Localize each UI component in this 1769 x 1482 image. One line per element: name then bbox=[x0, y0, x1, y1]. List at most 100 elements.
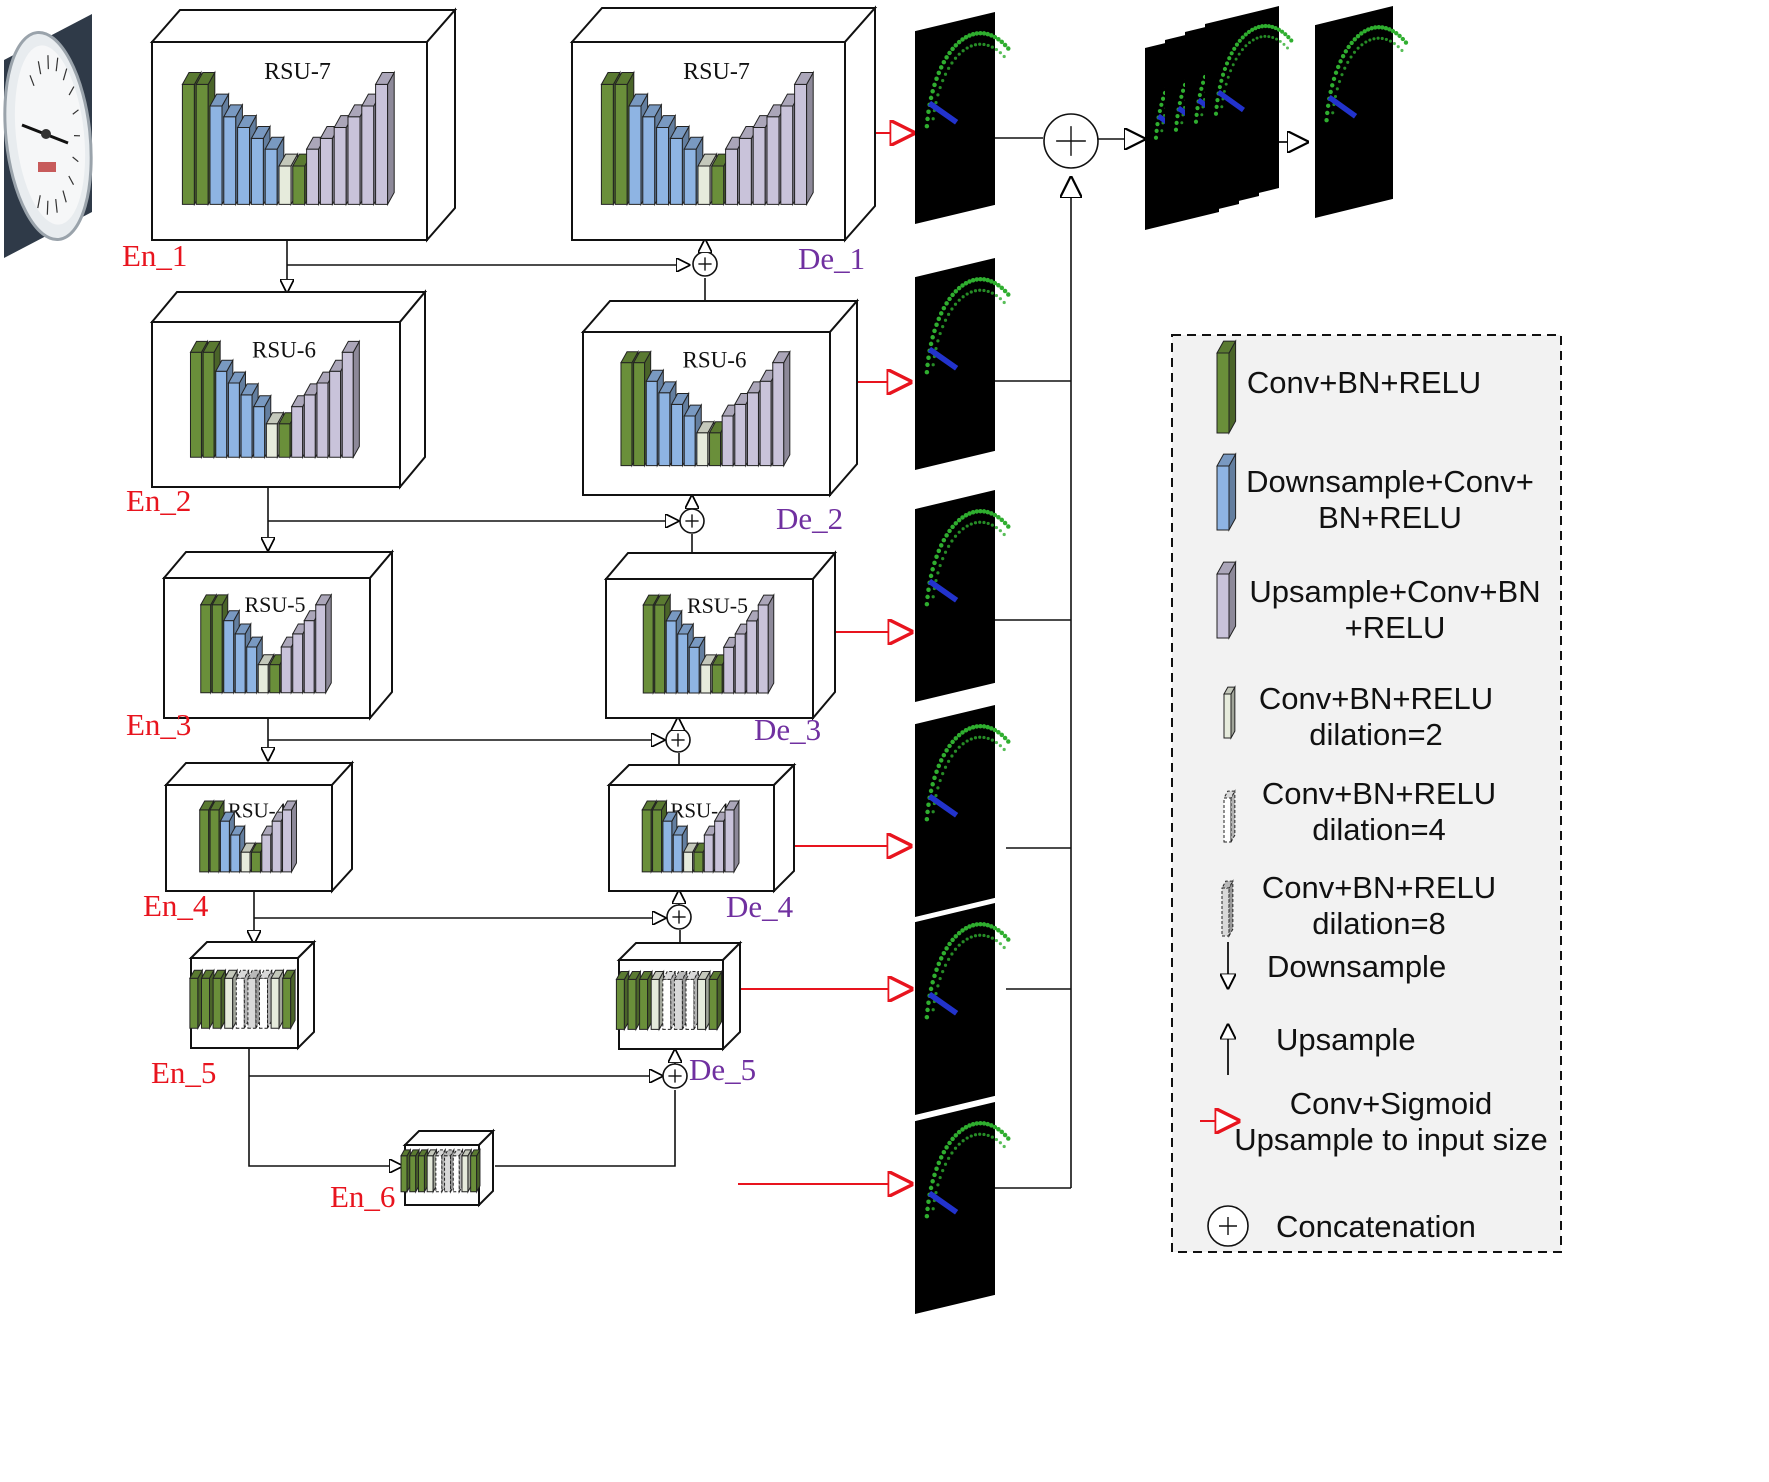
map-needle bbox=[927, 1190, 959, 1215]
final-output-map bbox=[1315, 6, 1409, 218]
de5-layer-bar bbox=[627, 969, 642, 1032]
map-needle bbox=[927, 346, 959, 371]
en5-layer-bar bbox=[212, 968, 227, 1031]
concat-de5 bbox=[662, 1063, 688, 1089]
stacked-map-4 bbox=[1205, 6, 1294, 206]
legend-item-upsample: Upsample bbox=[1228, 1022, 1416, 1075]
map-needle bbox=[1327, 94, 1358, 119]
de3-rsu-block: RSU-5 bbox=[603, 550, 838, 721]
de5-layer-bar bbox=[650, 969, 665, 1032]
de1-layer-bar bbox=[793, 70, 815, 207]
en6-layer-bar bbox=[400, 1147, 412, 1194]
en3-box bbox=[161, 549, 395, 721]
de3-label: De_3 bbox=[754, 712, 821, 747]
legend-text-downsample: Downsample bbox=[1267, 949, 1446, 984]
en3-title: RSU-5 bbox=[244, 592, 305, 617]
map-needle bbox=[927, 991, 959, 1016]
legend-text-up: +RELU bbox=[1345, 610, 1446, 645]
legend-text-down: BN+RELU bbox=[1318, 500, 1462, 535]
en4-layer-bar bbox=[281, 799, 298, 874]
de4-layer-bar bbox=[724, 799, 740, 874]
legend-concat-icon bbox=[1207, 1205, 1249, 1247]
en6-layer-bar bbox=[461, 1147, 473, 1194]
de3-box bbox=[603, 550, 838, 721]
en2-label: En_2 bbox=[126, 483, 191, 518]
de3-title: RSU-5 bbox=[687, 593, 748, 618]
en4-label: En_4 bbox=[143, 888, 209, 923]
legend-swatch-conv bbox=[1216, 339, 1237, 435]
legend-item-concat: Concatenation bbox=[1207, 1205, 1476, 1247]
legend-text-d2: dilation=2 bbox=[1309, 717, 1443, 752]
de4-rsu-block: RSU-4 bbox=[606, 762, 797, 894]
concat-de2 bbox=[679, 508, 705, 534]
en6-layer-bar bbox=[435, 1147, 446, 1194]
legend-text-d8: dilation=8 bbox=[1312, 906, 1446, 941]
en2-title: RSU-6 bbox=[252, 338, 316, 363]
legend-text-d4: Conv+BN+RELU bbox=[1262, 776, 1496, 811]
en3-rsu-block: RSU-5 bbox=[161, 549, 395, 721]
en5-to-en6-arrow bbox=[248, 1048, 402, 1166]
legend-item-up: Upsample+Conv+BN+RELU bbox=[1216, 560, 1541, 645]
concat-de3 bbox=[665, 727, 691, 753]
legend-swatch-up bbox=[1216, 560, 1237, 640]
legend-text-d4: dilation=4 bbox=[1312, 812, 1446, 847]
en5-layer-bar bbox=[258, 968, 273, 1031]
de1-title: RSU-7 bbox=[683, 59, 750, 85]
side-output-map-1 bbox=[915, 12, 1011, 224]
legend-swatch-d4 bbox=[1223, 789, 1236, 844]
legend-text-up: Upsample+Conv+BN bbox=[1249, 574, 1540, 609]
en3-layer-bar bbox=[314, 592, 333, 695]
en5-layer-bar bbox=[235, 968, 250, 1031]
side-output-map-5 bbox=[915, 903, 1011, 1115]
side-output-map-4 bbox=[915, 705, 1011, 917]
de2-label: De_2 bbox=[776, 501, 843, 536]
legend-item-conv: Conv+BN+RELU bbox=[1216, 339, 1481, 435]
en6-layer-bar bbox=[443, 1147, 455, 1194]
en5-layer-bar bbox=[200, 968, 215, 1031]
concat-de4 bbox=[666, 904, 692, 930]
de5-layer-bar bbox=[708, 969, 723, 1032]
en2-rsu-block: RSU-6 bbox=[149, 289, 428, 490]
en6-layer-bar bbox=[426, 1147, 438, 1194]
en4-rsu-block: RSU-4 bbox=[163, 760, 355, 894]
legend-text-upsample: Upsample bbox=[1276, 1022, 1416, 1057]
en1-rsu-block: RSU-7 bbox=[149, 7, 458, 243]
map-needle bbox=[927, 100, 959, 125]
legend-box: Conv+BN+RELU Downsample+Conv+BN+RELU Upsam… bbox=[1171, 334, 1562, 1253]
de5-layer-bar bbox=[673, 969, 688, 1032]
de5-layer-bar bbox=[685, 969, 700, 1032]
legend-text-sigmoid: Upsample to input size bbox=[1234, 1122, 1548, 1157]
de5-layer-bar bbox=[615, 969, 630, 1032]
legend-swatch-d8 bbox=[1221, 879, 1234, 938]
en3-layer-bar bbox=[245, 635, 264, 695]
de2-title: RSU-6 bbox=[683, 348, 747, 373]
en6-layer-bar bbox=[417, 1147, 429, 1194]
de2-layer-bar bbox=[771, 349, 791, 468]
en3-label: En_3 bbox=[126, 707, 191, 742]
legend-item-down: Downsample+Conv+BN+RELU bbox=[1216, 452, 1534, 535]
input-gauge-image bbox=[3, 14, 93, 258]
map-needle bbox=[927, 578, 959, 603]
legend-text-d8: Conv+BN+RELU bbox=[1262, 870, 1496, 905]
side-output-map-3 bbox=[915, 490, 1011, 702]
map-needle bbox=[927, 793, 959, 818]
de5-layer-bar bbox=[696, 969, 711, 1032]
en6-label: En_6 bbox=[330, 1179, 395, 1214]
legend-swatch-down bbox=[1216, 452, 1237, 532]
de3-layer-bar bbox=[757, 593, 775, 695]
en2-layer-bar bbox=[341, 339, 361, 460]
legend-swatch-d2 bbox=[1223, 685, 1236, 740]
en6-to-de5-line bbox=[495, 1090, 676, 1167]
en5-layer-bar bbox=[189, 968, 204, 1031]
de4-box bbox=[606, 762, 797, 894]
fuse-concat bbox=[1043, 113, 1099, 169]
en6-rsu-block: RSU-4F bbox=[400, 1128, 496, 1208]
de5-layer-bar bbox=[638, 969, 653, 1032]
en6-layer-bar bbox=[452, 1147, 464, 1194]
en6-layer-bar bbox=[469, 1147, 481, 1194]
de5-rsu-block: RSU-4F bbox=[615, 940, 743, 1052]
legend-text-sigmoid: Conv+Sigmoid bbox=[1290, 1086, 1492, 1121]
de2-rsu-block: RSU-6 bbox=[580, 298, 860, 498]
